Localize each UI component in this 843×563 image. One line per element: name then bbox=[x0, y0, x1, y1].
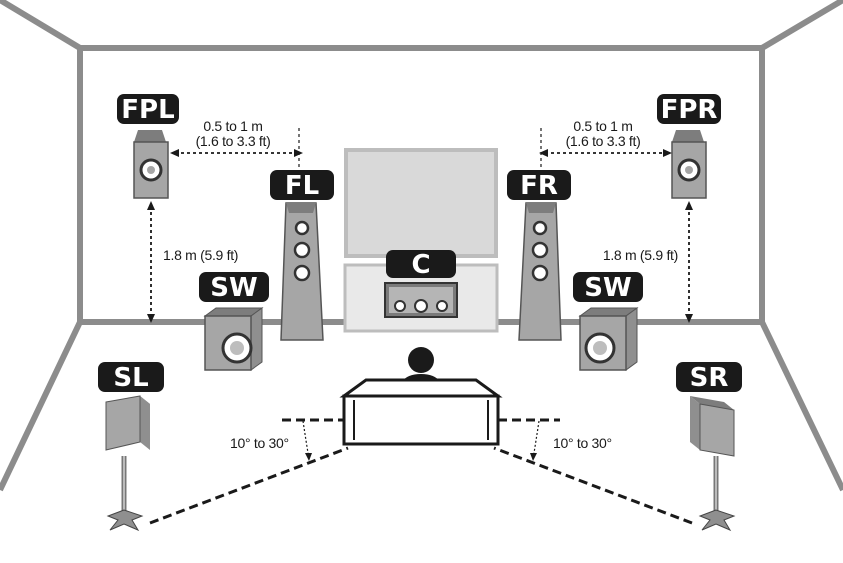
presence-distance-left-line1: 0.5 to 1 m bbox=[203, 118, 262, 134]
label-sl: SL bbox=[98, 362, 164, 393]
guide-lines bbox=[149, 128, 693, 525]
svg-text:FL: FL bbox=[285, 171, 319, 201]
label-fl: FL bbox=[270, 170, 334, 201]
presence-distance-right-line2: (1.6 to 3.3 ft) bbox=[566, 133, 641, 149]
sofa bbox=[339, 378, 503, 446]
subwoofer-right bbox=[578, 307, 639, 371]
svg-text:FR: FR bbox=[520, 171, 558, 201]
surround-left-speaker bbox=[105, 395, 150, 532]
svg-text:SW: SW bbox=[584, 273, 631, 303]
label-sr: SR bbox=[676, 362, 742, 393]
svg-text:C: C bbox=[411, 250, 430, 280]
front-right-speaker bbox=[518, 202, 562, 341]
surround-angle-left: 10° to 30° bbox=[230, 435, 289, 451]
svg-text:FPL: FPL bbox=[121, 95, 174, 125]
label-c: C bbox=[386, 250, 456, 280]
presence-distance-left-line2: (1.6 to 3.3 ft) bbox=[196, 133, 271, 149]
label-sw-right: SW bbox=[573, 272, 643, 303]
presence-distance-right-line1: 0.5 to 1 m bbox=[573, 118, 632, 134]
front-left-speaker bbox=[280, 202, 324, 341]
label-sw-left: SW bbox=[199, 272, 269, 303]
svg-text:FPR: FPR bbox=[661, 95, 718, 125]
presence-height-left: 1.8 m (5.9 ft) bbox=[163, 247, 238, 263]
arrowheads bbox=[147, 149, 693, 461]
surround-angle-right: 10° to 30° bbox=[553, 435, 612, 451]
subwoofer-left bbox=[203, 307, 264, 371]
front-presence-left-speaker bbox=[133, 130, 169, 199]
front-presence-right-speaker bbox=[671, 130, 707, 199]
surround-right-speaker bbox=[690, 396, 736, 532]
label-fpl: FPL bbox=[117, 94, 179, 125]
svg-text:SL: SL bbox=[113, 363, 148, 393]
label-fr: FR bbox=[507, 170, 571, 201]
center-speaker bbox=[384, 282, 458, 318]
presence-height-right: 1.8 m (5.9 ft) bbox=[603, 247, 678, 263]
svg-text:SW: SW bbox=[210, 273, 257, 303]
label-fpr: FPR bbox=[657, 94, 721, 125]
room-outline bbox=[0, 0, 843, 492]
svg-text:SR: SR bbox=[690, 363, 729, 393]
